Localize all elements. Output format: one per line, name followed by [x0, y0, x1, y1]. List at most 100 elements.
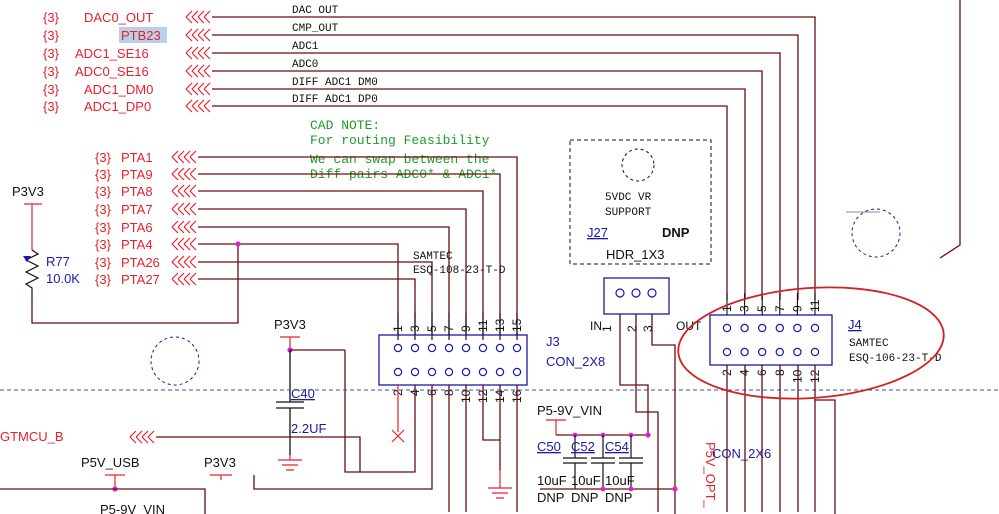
- group-tag: {3}: [43, 82, 60, 97]
- pin-number: 9: [790, 305, 804, 312]
- pin-pad: [793, 347, 802, 357]
- pin-pad: [758, 323, 767, 333]
- group-tag: {3}: [43, 64, 60, 79]
- component-ref: C54: [605, 439, 629, 454]
- power-label: P5V_USB: [81, 455, 140, 470]
- component-ref: R77: [46, 254, 70, 269]
- cad-note-line: For routing Feasibility: [310, 133, 490, 148]
- group-tag: {3}: [95, 237, 112, 252]
- net-label: P5V_OPT_: [703, 442, 718, 509]
- group-tag: {3}: [95, 202, 112, 217]
- pin-direction: IN: [590, 319, 602, 333]
- part-number: ESQ-106-23-T-D: [849, 353, 942, 365]
- j3-bottom-wires: [253, 350, 518, 512]
- net-name: DIFF ADC1 DM0: [292, 77, 378, 89]
- net-label: PTA1: [121, 150, 153, 165]
- net-label: ADC1_DM0: [84, 82, 153, 97]
- pin-number: 3: [408, 325, 422, 332]
- ground-symbol: [488, 470, 512, 499]
- net-label: ADC1_SE16: [75, 46, 149, 61]
- pin-number: 3: [641, 325, 655, 332]
- net-name: DAC OUT: [292, 5, 339, 17]
- component-value: 10.0K: [46, 271, 80, 286]
- net-name: DIFF ADC1 DP0: [292, 94, 378, 106]
- mounting-hole: [150, 336, 200, 386]
- group-tag: {3}: [43, 46, 60, 61]
- pin-pad: [810, 347, 820, 357]
- pin-pad: [722, 323, 732, 333]
- pin-pad: [410, 367, 420, 377]
- pin-pad: [393, 343, 403, 353]
- header-j27: 5VDC VR SUPPORT J27 DNP HDR_1X3 IN OUT 1…: [569, 139, 712, 514]
- component-value: 2.2UF: [291, 421, 326, 436]
- j3-body: [378, 334, 528, 386]
- pin-pad: [461, 367, 471, 377]
- resistor-r77: P3V3 R77 10.0K: [12, 184, 80, 300]
- bottom-left-nets: GTMCU_B P5V_USB P3V3 P5-9V_VIN: [0, 429, 361, 514]
- pin-number: 11: [476, 319, 490, 332]
- module-title: SUPPORT: [605, 207, 652, 219]
- j4-body: [709, 314, 833, 366]
- group-tag: {3}: [43, 99, 60, 114]
- pin-number: 5: [425, 325, 439, 332]
- pin-pad: [495, 343, 505, 353]
- pin-pad: [410, 343, 420, 353]
- pin-pad: [512, 367, 522, 377]
- net-label: PTA27: [121, 272, 160, 287]
- pin-number: 15: [510, 318, 524, 332]
- pin-pad: [444, 367, 454, 377]
- net-label: PTA9: [121, 167, 153, 182]
- pin-pad: [478, 343, 488, 353]
- dnp-label: DNP: [571, 490, 598, 505]
- pin-number: 1: [391, 325, 405, 332]
- port-chevrons: [171, 150, 197, 286]
- cad-note: CAD NOTE: For routing Feasibility We can…: [310, 118, 497, 182]
- net-label: ADC1_DP0: [84, 99, 151, 114]
- cad-note-line: We can swap between the: [310, 152, 489, 167]
- manufacturer: SAMTEC: [849, 338, 889, 350]
- pin-pad: [775, 323, 785, 333]
- j27-body: [603, 277, 670, 315]
- component-ref: C52: [571, 439, 595, 454]
- selection-highlight: [119, 27, 167, 43]
- dnp-label: DNP: [537, 490, 564, 505]
- net-label: ADC0_SE16: [75, 64, 149, 79]
- dnc-marker: [391, 385, 405, 443]
- manufacturer: SAMTEC: [413, 251, 453, 263]
- component-value: 10uF: [605, 473, 635, 488]
- pta-net-labels: {3} {3} {3} {3} {3} {3} {3} {3} PTA1 PTA…: [95, 150, 197, 287]
- power-label: P3V3: [12, 184, 44, 199]
- group-tag: {3}: [43, 28, 60, 43]
- component-ref: J27: [587, 225, 608, 240]
- pin-pad: [495, 367, 505, 377]
- group-tag: {3}: [95, 167, 112, 182]
- part-number: ESQ-108-23-T-D: [413, 265, 506, 277]
- component-value: 10uF: [537, 473, 567, 488]
- pin-pad: [758, 347, 767, 357]
- component-value: 10uF: [571, 473, 601, 488]
- cad-note-line: CAD NOTE:: [310, 118, 380, 133]
- net-name: CMP_OUT: [292, 23, 339, 35]
- pin-number: 11: [808, 299, 822, 312]
- power-label: P3V3: [274, 317, 306, 332]
- group-tag: {3}: [95, 220, 112, 235]
- mounting-hole: [851, 208, 901, 258]
- net-label: PTA4: [121, 237, 153, 252]
- pin-pad: [740, 347, 749, 357]
- dnp-box: [569, 139, 712, 265]
- power-label: P5-9V_VIN: [537, 403, 602, 418]
- pin-pad: [444, 343, 454, 353]
- dnp-label: DNP: [662, 225, 690, 240]
- module-title: 5VDC VR: [605, 192, 652, 204]
- pin-pad: [512, 343, 522, 353]
- pin-number: 7: [442, 325, 456, 332]
- pin-number: 13: [493, 318, 507, 332]
- net-label: PTA26: [121, 255, 160, 270]
- pin-number: 7: [773, 305, 787, 312]
- net-label: PTA6: [121, 220, 153, 235]
- net-label: GTMCU_B: [0, 429, 64, 444]
